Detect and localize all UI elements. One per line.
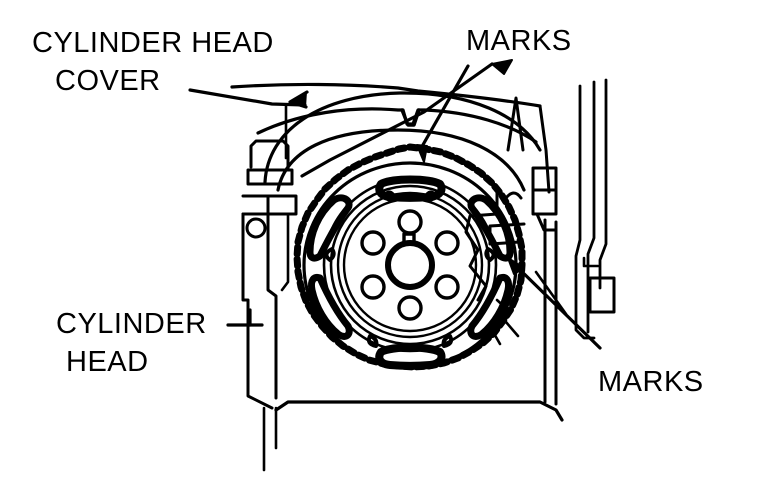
camshaft-sprocket: [293, 143, 526, 371]
sprocket-bolt-hole: [397, 295, 423, 321]
sprocket-slot-lower-left: [308, 274, 353, 340]
sprocket-web-ring-3: [336, 191, 484, 339]
cylinder-head-cover-inner-arc: [276, 128, 526, 192]
right-bracket-hook-icon: [504, 191, 523, 200]
sprocket-slot-upper-left: [306, 194, 353, 262]
label-cylinder-head-cover-line1: CYLINDER HEAD: [32, 27, 274, 59]
sprocket-slot-upper-right: [467, 194, 514, 262]
leader-marks-top-a: [418, 64, 470, 152]
leader-lines: [188, 59, 602, 350]
sprocket-bolt-hole: [360, 274, 386, 300]
sprocket-hub-bore: [385, 240, 435, 290]
right-lower-boss: [588, 276, 616, 314]
leader-marks-bottom: [510, 260, 602, 350]
label-texts: CYLINDER HEAD COVER MARKS CYLINDER HEAD …: [32, 25, 704, 398]
sprocket-lightening-slots: [306, 194, 514, 340]
leader-cylinder-head-cover-arrowhead: [288, 90, 309, 109]
sprocket-web-pips: [324, 190, 496, 348]
cover-right-flange: [538, 104, 551, 194]
sprocket-slot-lower-right: [467, 274, 512, 340]
label-cylinder-head-line1: CYLINDER: [56, 308, 207, 340]
belt-cover-edge-line-3: [598, 78, 608, 290]
timing-belt-cover-edge: [574, 78, 608, 340]
cylinder-head-left-wall: [241, 212, 274, 410]
sprocket-bolt-hole: [397, 209, 423, 235]
sprocket-web-pip: [441, 334, 454, 348]
sprocket-bolt-hole: [434, 230, 460, 256]
sprocket-bolt-holes: [360, 209, 460, 321]
belt-cover-lower-tab: [582, 256, 600, 268]
leader-marks-top-a-arrowhead: [416, 144, 428, 163]
sprocket-web-pip: [366, 334, 379, 348]
left-cover-boss-top: [249, 139, 290, 172]
cylinder-head-cover-top-rim: [230, 82, 542, 108]
engine-assembly-group: [230, 78, 616, 472]
label-marks-bottom: MARKS: [598, 366, 704, 398]
sprocket-web-pip: [423, 190, 438, 202]
sprocket-web-pip: [324, 247, 336, 262]
belt-cover-edge-line-1: [574, 84, 596, 340]
sprocket-web-pip: [484, 247, 496, 262]
cylinder-head-left-wall-outer-2: [280, 212, 290, 292]
leader-marks-bottom-tail: [534, 270, 568, 316]
sprocket-bolt-hole: [434, 274, 460, 300]
label-cylinder-head-line2: HEAD: [66, 346, 149, 378]
cylinder-head-left-bolt-hole: [245, 217, 267, 239]
leader-marks-top-b-arrowhead: [491, 59, 513, 75]
sprocket-web-pip: [382, 190, 397, 202]
label-cylinder-head-cover-line2: COVER: [55, 65, 161, 97]
leader-cylinder-head-cover: [188, 88, 307, 107]
cover-right-gusset: [506, 96, 525, 152]
sprocket-hub-plate-ring: [342, 197, 478, 333]
label-marks-top: MARKS: [466, 25, 572, 57]
leader-marks-top-b: [300, 62, 494, 178]
belt-cover-edge-line-2: [586, 80, 596, 334]
sprocket-bolt-hole: [360, 230, 386, 256]
left-cover-boss-band: [246, 168, 294, 186]
right-deck-column: [543, 218, 558, 406]
leader-marks-bottom-arrowhead: [507, 257, 525, 275]
engine-block-deck: [274, 400, 564, 422]
cylinder-head-left-dowel: [262, 406, 278, 472]
sprocket-timing-mark-bottom: [375, 343, 446, 370]
cylinder-head-left-wall-inner: [266, 194, 278, 400]
